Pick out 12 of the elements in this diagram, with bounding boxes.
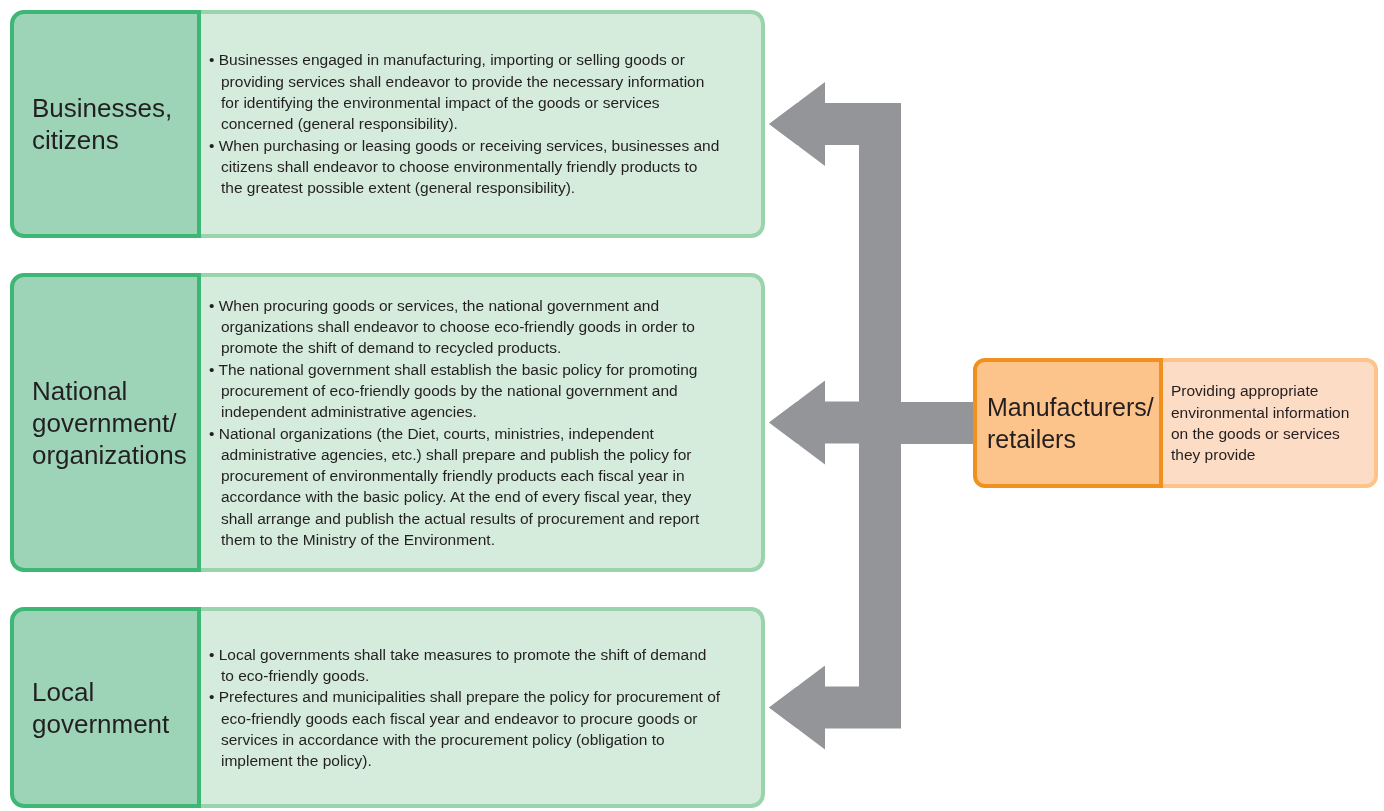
bullet-text: • Businesses engaged in manufacturing, importing or selling goods or providing services shall endeavor to provide the necessary information for identifying the environmental impact of the goods or services concerned (general responsibility). bbox=[209, 50, 706, 135]
bullet-text: • When purchasing or leasing goods or receiving services, businesses and citizens shall endeavor to choose environmentally friendly products to the greatest possible extent (general responsibility). bbox=[209, 135, 721, 199]
box-heading: Local government bbox=[32, 675, 171, 740]
box-heading: National government/ organizations bbox=[32, 374, 187, 471]
bullet-text: • Local governments shall take measures to promote the shift of demand to eco-friendly goods. bbox=[209, 644, 708, 686]
description-text: Providing appropriate environmental information on the goods or services they provide bbox=[1171, 381, 1351, 466]
bullet-text: • Prefectures and municipalities shall prepare the policy for procurement of eco-friendly goods each fiscal year and endeavor to procure goods or services in accordance with the procurement policy (obligation to implement the policy). bbox=[209, 687, 721, 772]
bullet-text: • National organizations (the Diet, courts, ministries, independent administrative agencies, etc.) shall prepare and publish the policy for procurement of environmentally friendly products each fiscal year in accordance with the basic policy. At the end of every fiscal year, they shall arrange and publish the actual results of procurement and report them to the Ministry of the Environment. bbox=[209, 423, 701, 550]
box-heading: Manufacturers/ retailers bbox=[987, 392, 1154, 455]
bullet-text: • The national government shall establish the basic policy for promoting procurement of eco-friendly goods by the national government and independent administrative agencies. bbox=[209, 359, 699, 423]
bullet-text: • When procuring goods or services, the national government and organizations shall endeavor to choose eco-friendly goods in order to promote the shift of demand to recycled products. bbox=[209, 295, 696, 359]
box-heading: Businesses, citizens bbox=[32, 92, 174, 156]
